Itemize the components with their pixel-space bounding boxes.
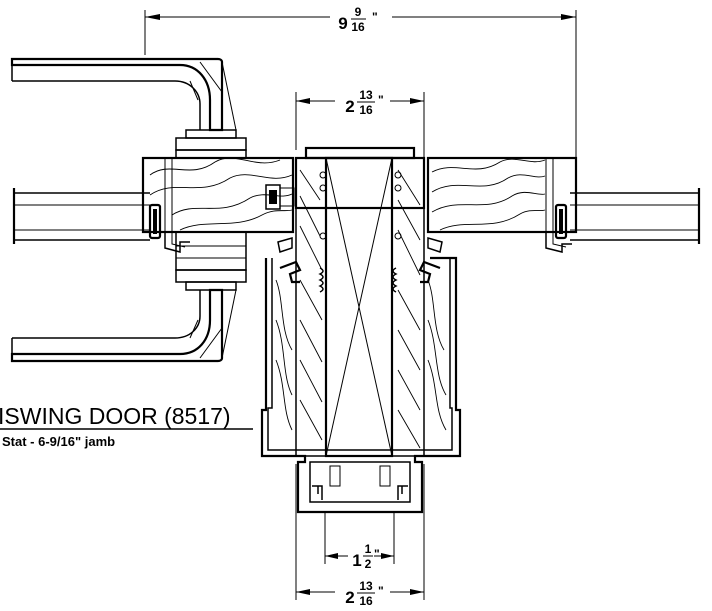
svg-text:": " (378, 584, 384, 598)
dimension-inner: 1 1 2 " (324, 512, 395, 571)
dim-overall-whole: 9 (338, 14, 347, 33)
dim-stile-top-den: 16 (359, 103, 373, 117)
right-door-stile (426, 156, 578, 253)
dim-inner-num: 1 (365, 542, 372, 556)
dimension-stile-top: 2 13 16 " (295, 88, 425, 165)
dim-stile-top-num: 13 (359, 88, 373, 102)
dim-stile-bottom-num: 13 (359, 579, 373, 593)
lever-handle-top (10, 57, 247, 151)
dim-inner-whole: 1 (352, 551, 361, 570)
lever-handle-bottom (10, 269, 247, 363)
dim-overall-den: 16 (351, 20, 365, 34)
dim-inner-den: 2 (365, 557, 372, 571)
dimension-overall: 9 9 16 " (144, 5, 577, 160)
dimension-stile-bottom: 2 13 16 " (295, 464, 425, 608)
center-stile (294, 146, 426, 458)
lock-spindle (175, 149, 295, 271)
dim-stile-bottom-whole: 2 (345, 588, 354, 607)
dim-overall-num: 9 (355, 5, 362, 19)
dim-stile-bottom-den: 16 (359, 594, 373, 608)
svg-text:": " (378, 93, 384, 107)
left-door-stile (141, 156, 295, 253)
title-text: ISWING DOOR (8517) (0, 403, 231, 429)
jamb-frame (260, 237, 462, 514)
drawing-title: ISWING DOOR (8517) Stat - 6-9/16" jamb (0, 400, 253, 449)
subtitle-text: Stat - 6-9/16" jamb (2, 434, 115, 449)
dim-stile-top-whole: 2 (345, 97, 354, 116)
right-glass-panel (554, 188, 701, 244)
svg-text:": " (372, 10, 378, 24)
left-glass-panel (12, 188, 162, 244)
svg-text:": " (374, 547, 380, 561)
